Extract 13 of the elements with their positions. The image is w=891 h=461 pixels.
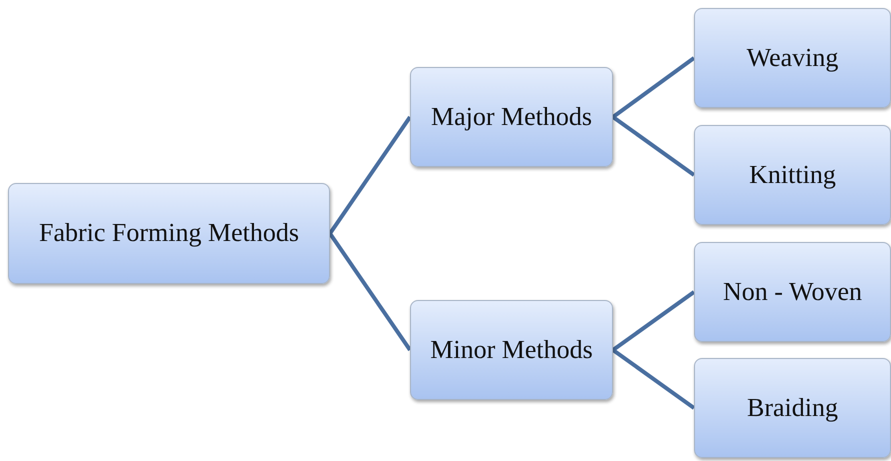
process-box: Non - Woven [694, 242, 891, 342]
process-box: Fabric Forming Methods [8, 183, 330, 284]
process-box: Weaving [694, 8, 891, 108]
connector-line [328, 116, 412, 235]
process-box: Minor Methods [410, 300, 613, 400]
process-box: Knitting [694, 125, 891, 225]
connector-line [612, 348, 696, 410]
connector-line [328, 232, 412, 352]
connector-line [612, 290, 696, 352]
connector-line [612, 115, 696, 177]
connector-line [612, 56, 696, 119]
process-box: Major Methods [410, 67, 613, 167]
process-box: Braiding [694, 358, 891, 458]
